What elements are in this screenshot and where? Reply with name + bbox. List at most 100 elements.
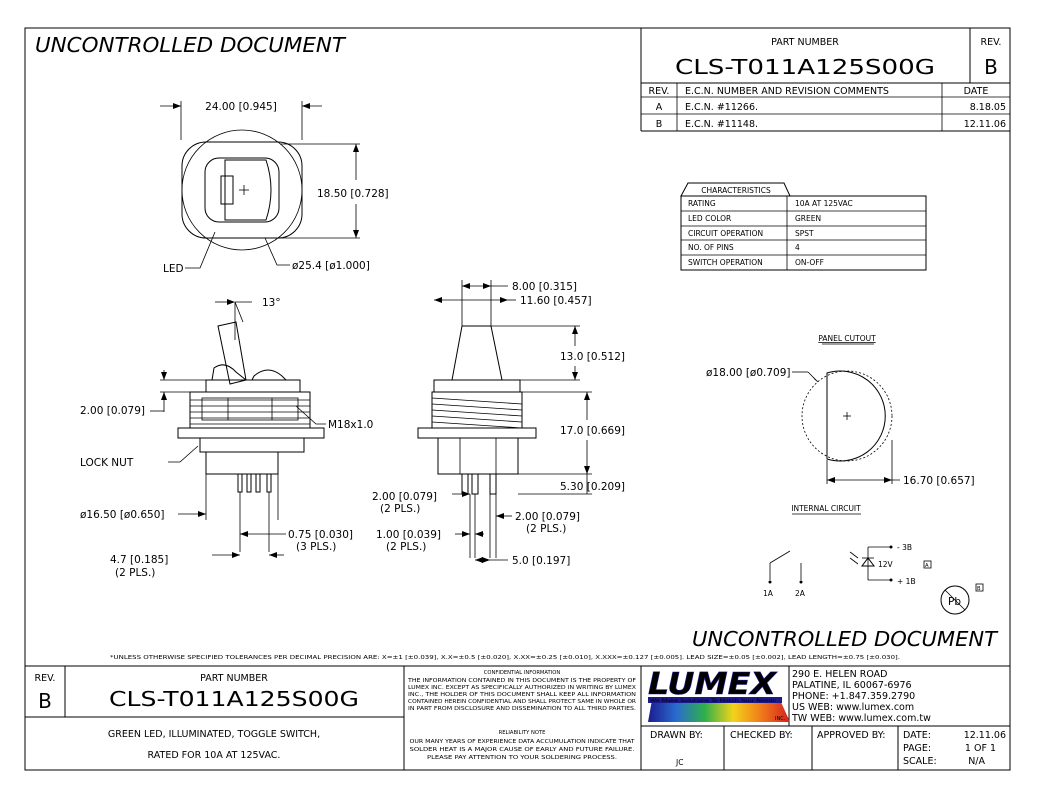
tb-part-number: CLS-T011A125S00G (109, 687, 359, 711)
right-dim-200a: 2.00 [0.079] (372, 491, 437, 503)
tb-address-line: US WEB: www.lumex.com (792, 702, 914, 713)
tb-approved-by-label: APPROVED BY: (817, 730, 885, 741)
top-diameter-dim: ø25.4 [ø1.000] (292, 260, 370, 272)
watermark-top: UNCONTROLLED DOCUMENT (35, 33, 347, 57)
tb-rev-label: REV. (35, 673, 56, 684)
tb-confidential-line: CONTAINED HEREIN CONFIDENTIAL AND SHALL … (408, 699, 636, 705)
top-view: 24.00 [0.945] 18.50 [0.728] LED ø25.4 [ø… (160, 101, 389, 275)
left-angle: 13° (262, 297, 281, 309)
lumex-inc: INC. (775, 716, 786, 722)
internal-circuit: INTERNAL CIRCUIT 1A 2A - 3B 12V A + 1B P… (763, 504, 984, 615)
circuit-pin-1a: 1A (763, 589, 774, 598)
circuit-pin-3b: - 3B (897, 543, 912, 552)
rev-table-header-date: DATE (964, 86, 989, 97)
tb-page: 1 OF 1 (965, 743, 996, 754)
tb-address-line: PHONE: +1.847.359.2790 (792, 691, 915, 702)
tb-confidential-line: IN PART FROM DISCLOSURE AND DISSEMINATIO… (408, 706, 636, 712)
characteristics-table: CHARACTERISTICS RATING 10A AT 125VAC LED… (680, 182, 927, 271)
rev-table-row-date: 8.18.05 (970, 102, 1006, 113)
header-rev-label: REV. (981, 37, 1002, 48)
panel-flat: 16.70 [0.657] (903, 475, 975, 487)
tb-drawn-by-label: DRAWN BY: (650, 730, 703, 741)
lumex-logo: LUMEX We Make Solutions To Match Your Ne… (644, 667, 790, 722)
circuit-pin-1b: + 1B (897, 577, 916, 586)
rev-table-header-rev: REV. (649, 86, 670, 97)
char-label-led-color: LED COLOR (688, 214, 731, 223)
char-label-rating: RATING (688, 199, 716, 208)
tb-reliability-line: PLEASE PAY ATTENTION TO YOUR SOLDERING P… (427, 755, 617, 761)
svg-text:B: B (977, 586, 981, 592)
char-value-led-color: GREEN (795, 214, 821, 223)
sheet-border (24, 27, 1011, 771)
right-dim-200a-note: (2 PLS.) (380, 503, 420, 515)
right-dim-130: 13.0 [0.512] (560, 351, 625, 363)
rev-table-row-comment: E.C.N. #11148. (685, 119, 758, 130)
char-value-circuit: SPST (795, 229, 814, 238)
tb-address-line: PALATINE, IL 60067-6976 (792, 680, 912, 691)
tb-drawn-by: JC (675, 758, 683, 767)
circuit-pin-2a: 2A (795, 589, 806, 598)
tb-confidential-title: CONFIDENTIAL INFORMATION (484, 670, 561, 676)
internal-circuit-title: INTERNAL CIRCUIT (791, 504, 861, 513)
tb-date: 12.11.06 (964, 730, 1006, 741)
right-dim-50: 5.0 [0.197] (512, 555, 570, 567)
tb-date-label: DATE: (903, 730, 931, 741)
tb-page-label: PAGE: (903, 743, 931, 754)
side-view-right: 8.00 [0.315] 11.60 [0.457] 13.0 [0.512] (372, 280, 625, 567)
tb-reliability-line: OUR MANY YEARS OF EXPERIENCE DATA ACCUMU… (410, 739, 636, 745)
panel-cutout: PANEL CUTOUT ø18.00 [ø0.709] 16.70 [0.65… (706, 334, 975, 487)
rev-table-row-date: 12.11.06 (964, 119, 1006, 130)
tb-confidential-line: INC., THE HOLDER OF THIS DOCUMENT SHALL … (408, 692, 636, 698)
right-dim-200b: 2.00 [0.079] (515, 511, 580, 523)
side-view-left: 13° 2.00 [0.079] M18x1.0 LOCK NUT (80, 297, 373, 579)
top-width-dim: 24.00 [0.945] (205, 101, 277, 113)
tb-part-number-label: PART NUMBER (200, 673, 268, 684)
header-part-number-label: PART NUMBER (771, 37, 839, 48)
left-dim-075: 0.75 [0.030] (288, 529, 353, 541)
panel-cutout-title: PANEL CUTOUT (818, 334, 876, 343)
header-part-number: CLS-T011A125S00G (675, 55, 935, 79)
rev-table-row-rev: B (656, 119, 663, 130)
circuit-voltage: 12V (878, 560, 894, 569)
characteristics-title: CHARACTERISTICS (701, 186, 771, 195)
right-dim-530: 5.30 [0.209] (560, 481, 625, 493)
left-dim-47-note: (2 PLS.) (115, 567, 155, 579)
panel-diameter: ø18.00 [ø0.709] (706, 367, 791, 379)
right-dim-100: 1.00 [0.039] (376, 529, 441, 541)
tb-scale-label: SCALE: (903, 756, 937, 767)
right-dim-200b-note: (2 PLS.) (526, 523, 566, 535)
tb-scale: N/A (968, 756, 985, 767)
char-label-switch-op: SWITCH OPERATION (688, 258, 763, 267)
tb-rev: B (38, 689, 52, 713)
left-dim-200: 2.00 [0.079] (80, 405, 145, 417)
tb-checked-by-label: CHECKED BY: (730, 730, 793, 741)
lumex-logo-text: LUMEX (648, 667, 778, 702)
left-thread: M18x1.0 (328, 419, 373, 431)
circuit-pb: Pb (948, 596, 961, 608)
tb-confidential-line: LUMEX INC. EXCEPT AS SPECIFICALLY AUTHOR… (408, 685, 637, 691)
revision-table: REV. E.C.N. NUMBER AND REVISION COMMENTS… (641, 83, 1010, 132)
tb-address-line: 290 E. HELEN ROAD (792, 669, 888, 680)
tb-description-2: RATED FOR 10A AT 125VAC. (148, 750, 281, 761)
top-led-label: LED (163, 263, 184, 275)
left-dim-47: 4.7 [0.185] (110, 554, 168, 566)
tb-description-1: GREEN LED, ILLUMINATED, TOGGLE SWITCH, (108, 729, 320, 740)
top-height-dim: 18.50 [0.728] (317, 188, 389, 200)
char-label-circuit: CIRCUIT OPERATION (688, 229, 763, 238)
tolerance-note: *UNLESS OTHERWISE SPECIFIED TOLERANCES P… (110, 655, 900, 661)
lumex-tagline: We Make Solutions To Match Your Needs (650, 698, 777, 704)
pb-free-symbol (940, 585, 970, 615)
watermark-bottom: UNCONTROLLED DOCUMENT (692, 627, 999, 651)
svg-text:A: A (925, 563, 929, 569)
title-block: REV. B PART NUMBER CLS-T011A125S00G GREE… (25, 665, 1010, 770)
left-lock-nut: LOCK NUT (80, 457, 134, 469)
rev-table-row-comment: E.C.N. #11266. (685, 102, 758, 113)
tb-address-line: TW WEB: www.lumex.com.tw (791, 713, 931, 724)
right-dim-1160: 11.60 [0.457] (520, 295, 592, 307)
right-dim-100-note: (2 PLS.) (386, 541, 426, 553)
tb-reliability-line: SOLDER HEAT IS A MAJOR CAUSE OF EARLY AN… (410, 747, 635, 753)
header-rev: B (984, 55, 998, 79)
right-dim-170: 17.0 [0.669] (560, 425, 625, 437)
char-label-pins: NO. OF PINS (688, 243, 734, 252)
